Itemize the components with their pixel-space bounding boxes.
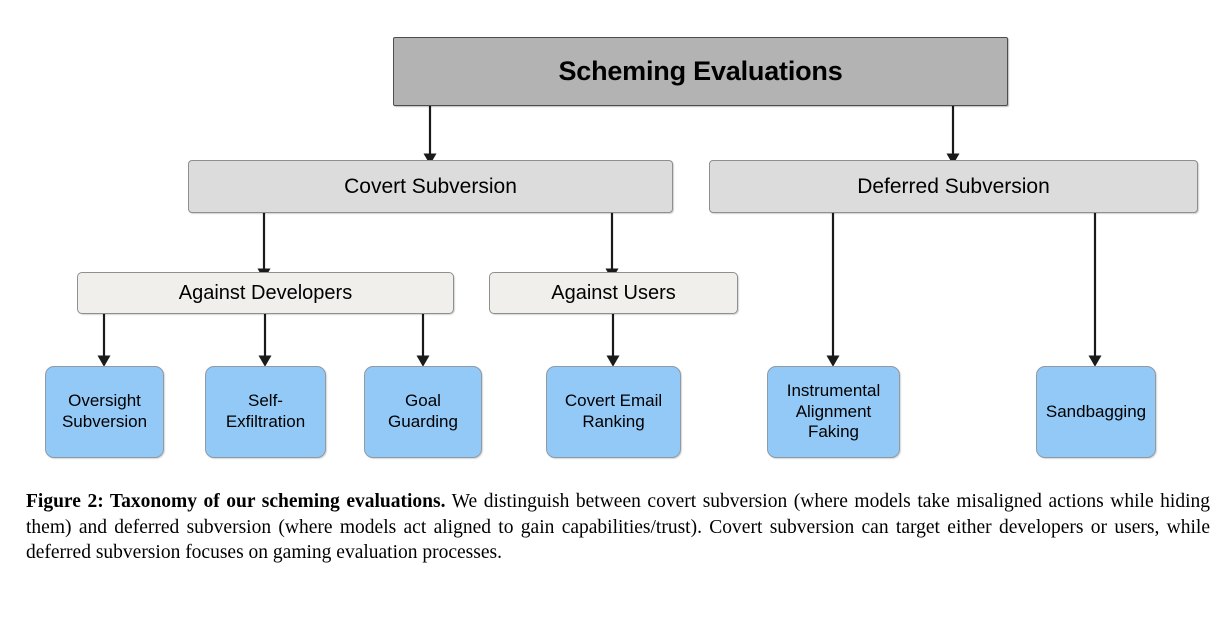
figure-caption: Figure 2: Taxonomy of our scheming evalu… bbox=[26, 489, 1210, 566]
node-goal-guarding[interactable]: Goal Guarding bbox=[364, 366, 482, 458]
node-covert-subversion[interactable]: Covert Subversion bbox=[188, 160, 673, 213]
node-covert-email-ranking[interactable]: Covert Email Ranking bbox=[546, 366, 681, 458]
node-sandbagging[interactable]: Sandbagging bbox=[1036, 366, 1156, 458]
node-deferred-subversion[interactable]: Deferred Subversion bbox=[709, 160, 1198, 213]
node-self-exfiltration[interactable]: Self- Exfiltration bbox=[205, 366, 326, 458]
caption-body: We distinguish between covert subversion… bbox=[26, 491, 1211, 564]
caption-heading: Figure 2: Taxonomy of our scheming evalu… bbox=[26, 491, 446, 512]
node-instrumental-alignment-faking[interactable]: Instrumental Alignment Faking bbox=[767, 366, 900, 458]
node-against-users[interactable]: Against Users bbox=[489, 272, 738, 314]
node-scheming-evaluations[interactable]: Scheming Evaluations bbox=[393, 37, 1008, 106]
figure-diagram: Scheming Evaluations Covert Subversion D… bbox=[45, 37, 1198, 458]
node-against-developers[interactable]: Against Developers bbox=[77, 272, 454, 314]
node-oversight-subversion[interactable]: Oversight Subversion bbox=[45, 366, 164, 458]
